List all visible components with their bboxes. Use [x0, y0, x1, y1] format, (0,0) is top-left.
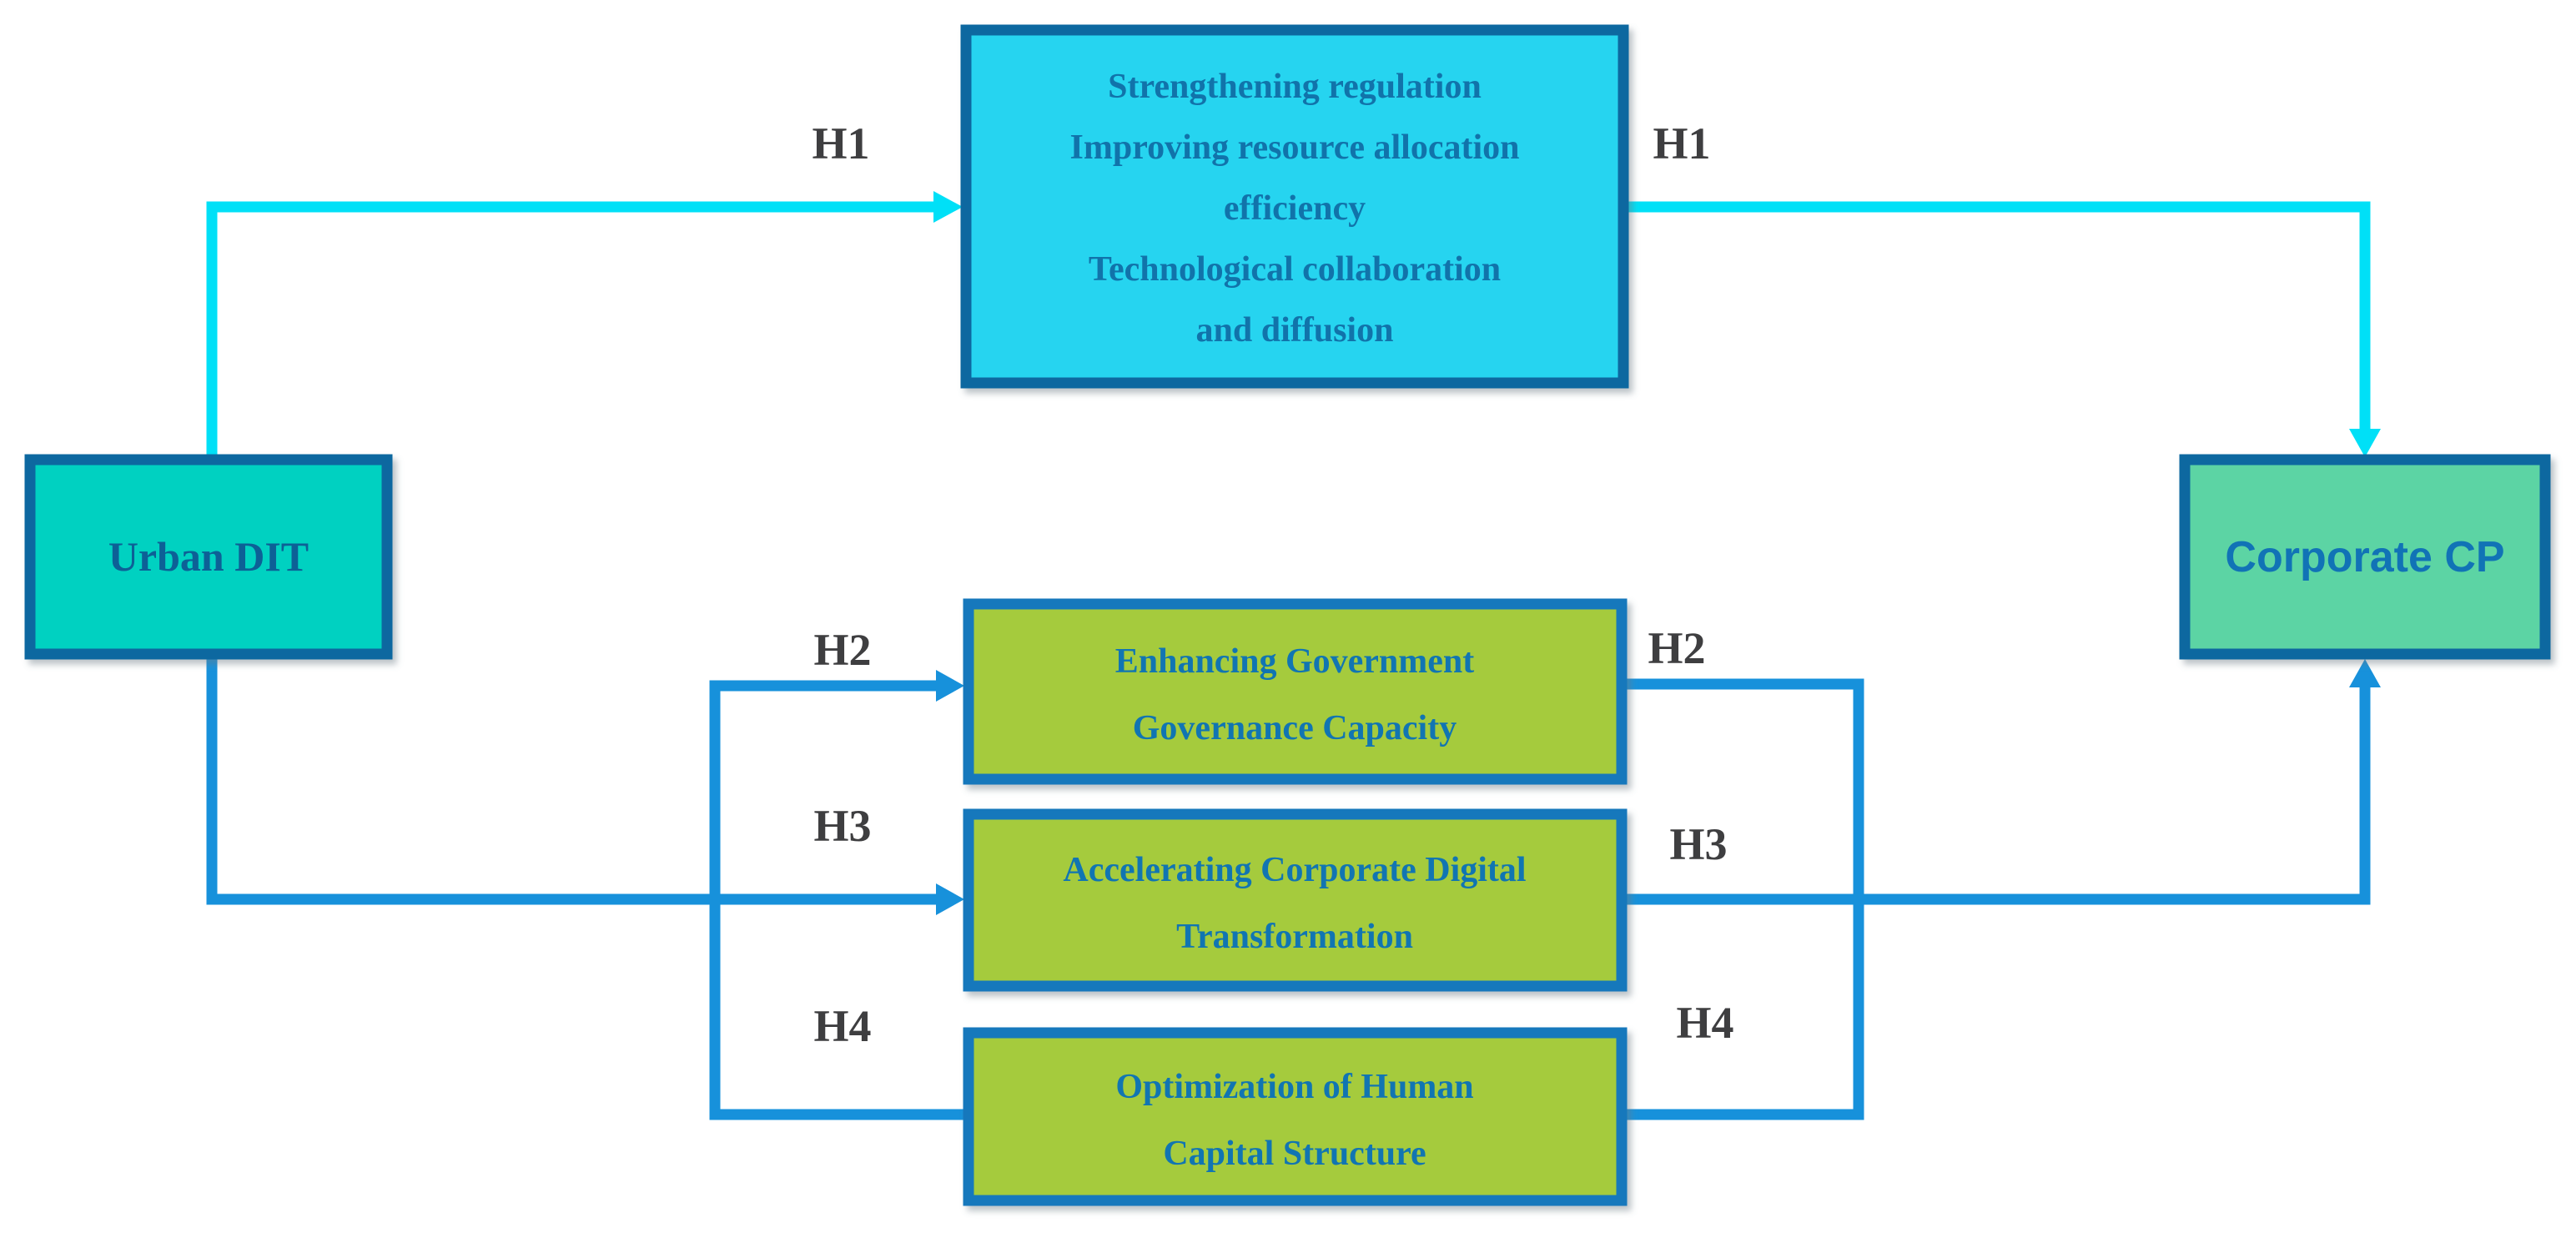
node-digital-transformation: Accelerating Corporate Digital Transform… — [963, 808, 1628, 992]
node-digital-transformation-line-1: Accelerating Corporate Digital — [1063, 851, 1526, 889]
node-governance-line-1: Enhancing Government — [1115, 642, 1475, 681]
node-macro-mechanisms-line-1: Strengthening regulation — [1108, 68, 1482, 106]
node-macro-mechanisms: Strengthening regulation Improving resou… — [960, 24, 1629, 389]
node-human-capital-line-1: Optimization of Human — [1115, 1068, 1473, 1106]
edge-h2-h4-left-branch — [709, 680, 972, 1120]
edge-label-h3-left: H3 — [813, 801, 871, 851]
node-macro-mechanisms-line-4: Technological collaboration — [1089, 250, 1501, 289]
edge-label-h3-right: H3 — [1669, 819, 1727, 869]
edge-h1-left — [206, 201, 941, 466]
node-human-capital: Optimization of Human Capital Structure — [963, 1027, 1628, 1206]
node-corporate-cp: Corporate CP — [2179, 454, 2551, 660]
edge-label-h2-left: H2 — [813, 625, 871, 675]
edge-label-h2-right: H2 — [1648, 623, 1705, 673]
arrowhead-h3-right-icon — [2349, 659, 2381, 687]
arrowhead-h1-left-icon — [933, 191, 963, 223]
node-macro-mechanisms-line-2: Improving resource allocation — [1070, 128, 1520, 167]
node-macro-mechanisms-box — [960, 24, 1629, 389]
edge-label-h4-right: H4 — [1676, 998, 1733, 1048]
node-urban-dit-label: Urban DIT — [108, 533, 309, 580]
node-macro-mechanisms-line-3: efficiency — [1224, 189, 1366, 228]
node-governance-line-2: Governance Capacity — [1133, 709, 1457, 747]
node-macro-mechanisms-line-5: and diffusion — [1196, 311, 1394, 350]
arrowhead-h2-left-icon — [936, 670, 964, 702]
node-corporate-cp-box — [2179, 454, 2551, 660]
node-governance-box — [963, 598, 1628, 785]
node-urban-dit: Urban DIT — [24, 454, 393, 660]
node-human-capital-box — [963, 1027, 1628, 1206]
node-digital-transformation-line-2: Transformation — [1176, 918, 1413, 956]
node-digital-transformation-box — [963, 808, 1628, 992]
node-governance: Enhancing Government Governance Capacity — [963, 598, 1628, 785]
edge-h3-right — [1621, 680, 2371, 905]
node-corporate-cp-label: Corporate CP — [2225, 533, 2504, 581]
node-human-capital-line-2: Capital Structure — [1163, 1135, 1426, 1173]
edge-h1-right — [1623, 201, 2371, 436]
edge-label-h4-left: H4 — [813, 1001, 871, 1051]
arrowhead-h3-left-icon — [936, 883, 964, 915]
edge-label-h1-left: H1 — [812, 118, 869, 169]
node-urban-dit-box — [24, 454, 393, 660]
edge-h3-left — [206, 648, 943, 905]
arrowhead-h1-right-icon — [2349, 429, 2381, 457]
edge-label-h1-right: H1 — [1653, 118, 1710, 169]
